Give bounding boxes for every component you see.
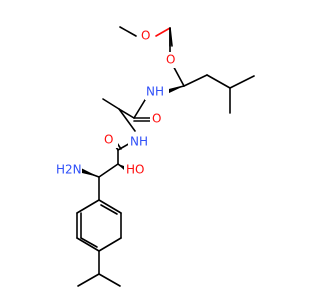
bond-alpha-to-ch2 [183, 74, 208, 87]
molecule-structure: O O NH O NH O H2N HO [54, 26, 255, 287]
ring-bond-4 [76, 237, 100, 252]
ester-o-label-bg [138, 28, 154, 44]
carbonyl-o-amide-label-bg [150, 111, 166, 127]
ring-double-2 [80, 237, 98, 248]
bond-ch-to-ch3-a [229, 75, 255, 89]
bond-ch2-to-ch [206, 74, 231, 89]
wedge-amino [81, 168, 99, 177]
nh-leucine-label: NH [146, 85, 164, 99]
wedge-leucine [166, 86, 184, 94]
oh-label: HO [126, 163, 144, 177]
nh2-label-bg [54, 162, 82, 178]
bond-nh-to-carbonyl [133, 99, 146, 119]
bond-ipr-methyl-b [98, 273, 121, 287]
ring-bond-1 [98, 199, 122, 214]
bond-alpha-ala-methyl [102, 98, 120, 110]
bond-alpha-ala-to-nh [118, 108, 136, 132]
bond-ipr-methyl-a [77, 273, 100, 287]
bond-methyl-o [119, 26, 137, 37]
ring-bond-6 [76, 199, 100, 214]
bond-o-ester-carbon [155, 27, 171, 37]
oh-label-bg [124, 162, 148, 178]
bond-carbonyl-to-alpha-ala [118, 108, 135, 119]
bond-choh-to-chnh2 [98, 163, 119, 178]
nh-alanine-label: NH [130, 135, 148, 149]
carbonyl-o-ester-label-bg [163, 52, 179, 68]
ring-bond-3 [98, 237, 122, 252]
carbonyl-o-ester-label: O [166, 53, 175, 67]
carbonyl-o-amide2-label: O [104, 133, 113, 147]
ester-o-label: O [141, 29, 150, 43]
nh-leucine-label-bg [145, 84, 169, 100]
carbonyl-o-amide-label: O [152, 112, 161, 126]
carbonyl-o-amide2-label-bg [102, 132, 118, 148]
nh-alanine-label-bg [128, 134, 152, 150]
ring-double-1 [100, 204, 118, 215]
nh2-label: H2N [56, 163, 82, 177]
